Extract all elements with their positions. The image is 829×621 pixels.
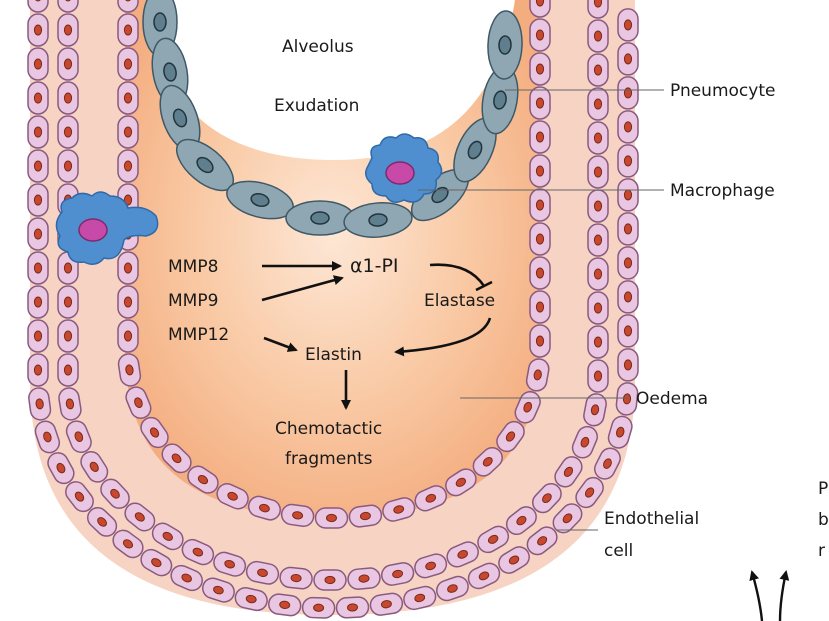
endothelial-cell [530, 189, 550, 221]
endothelial-cell [279, 566, 313, 589]
endothelial-cell [530, 87, 550, 119]
endothelial-cell [28, 286, 48, 318]
endothelial-cell [118, 150, 138, 182]
endothelial-cell [58, 286, 78, 318]
endothelial-cell [58, 116, 78, 148]
endothelial-cell [118, 82, 138, 114]
endothelial-cell [618, 179, 638, 211]
endothelial-cell [315, 508, 347, 528]
endothelial-cell [588, 54, 608, 86]
cut-text-2: b [818, 510, 829, 530]
endothelial-cell [314, 570, 346, 590]
label-alveolus: Alveolus [282, 37, 354, 57]
endothelial-cell [28, 116, 48, 148]
endothelial-cell [588, 122, 608, 154]
endothelial-cell [28, 48, 48, 80]
endothelial-cell [530, 19, 550, 51]
endothelial-cell [302, 597, 335, 618]
molecule-a1pi: α1-PI [350, 255, 399, 277]
endothelial-cell [118, 320, 138, 352]
endothelial-cell [118, 252, 138, 284]
cut-text-1: P [818, 479, 828, 499]
cut-text-3: r [818, 541, 825, 561]
endothelial-cell [530, 0, 550, 17]
endothelial-cell [588, 190, 608, 222]
endothelial-cell [618, 111, 638, 143]
endothelial-cell [618, 315, 638, 347]
endothelial-cell [28, 252, 48, 284]
endothelial-cell [28, 14, 48, 46]
molecule-fragments: fragments [285, 449, 373, 469]
endothelial-cell [530, 325, 550, 357]
endothelial-cell [336, 597, 369, 619]
endothelial-cell [618, 9, 638, 41]
endothelial-cell [588, 258, 608, 290]
label-macrophage: Macrophage [670, 181, 775, 201]
label-endothelial-line1: Endothelial [604, 509, 699, 529]
molecule-elastin: Elastin [305, 345, 362, 365]
endothelial-cell [28, 354, 48, 386]
endothelial-cell [530, 155, 550, 187]
endothelial-cell [588, 360, 608, 392]
upward-arrows [752, 572, 786, 621]
endothelial-cell [28, 184, 48, 216]
endothelial-cell [530, 121, 550, 153]
endothelial-cell [28, 150, 48, 182]
endothelial-cell [618, 349, 638, 381]
endothelial-cell [618, 145, 638, 177]
endothelial-cell [530, 291, 550, 323]
molecule-chemotactic: Chemotactic [275, 419, 382, 439]
endothelial-cell [618, 281, 638, 313]
molecule-mmp8: MMP8 [168, 257, 218, 277]
endothelial-cell [588, 326, 608, 358]
endothelial-cell [588, 156, 608, 188]
endothelial-cell [58, 150, 78, 182]
endothelial-cell [530, 223, 550, 255]
label-pneumocyte: Pneumocyte [670, 81, 775, 101]
endothelial-cell [28, 320, 48, 352]
molecule-mmp9: MMP9 [168, 291, 218, 311]
endothelial-cell [118, 286, 138, 318]
endothelial-cell [28, 82, 48, 114]
pneumocyte-cell [286, 201, 354, 235]
endothelial-cell [347, 567, 381, 590]
endothelial-cell [530, 257, 550, 289]
up-arrow-left [752, 572, 762, 621]
molecule-elastase: Elastase [424, 291, 495, 311]
endothelial-cell [58, 14, 78, 46]
label-endothelial-line2: cell [604, 541, 633, 561]
label-exudation: Exudation [274, 96, 359, 116]
endothelial-cell [118, 14, 138, 46]
endothelial-cell [618, 77, 638, 109]
endothelial-cell [58, 320, 78, 352]
endothelial-cell [118, 48, 138, 80]
endothelial-cell [588, 224, 608, 256]
endothelial-cell [58, 48, 78, 80]
endothelial-cell [588, 20, 608, 52]
endothelial-cell [28, 218, 48, 250]
endothelial-cell [58, 354, 78, 386]
up-arrow-right [780, 572, 786, 621]
label-oedema: Oedema [636, 389, 708, 409]
endothelial-cell [618, 247, 638, 279]
endothelial-cell [118, 116, 138, 148]
molecule-mmp12: MMP12 [168, 325, 229, 345]
endothelial-cell [530, 53, 550, 85]
endothelial-cell [588, 88, 608, 120]
endothelial-cell [618, 43, 638, 75]
endothelial-cell [588, 0, 608, 18]
endothelial-cell [618, 213, 638, 245]
endothelial-cell [588, 292, 608, 324]
endothelial-cell [58, 82, 78, 114]
